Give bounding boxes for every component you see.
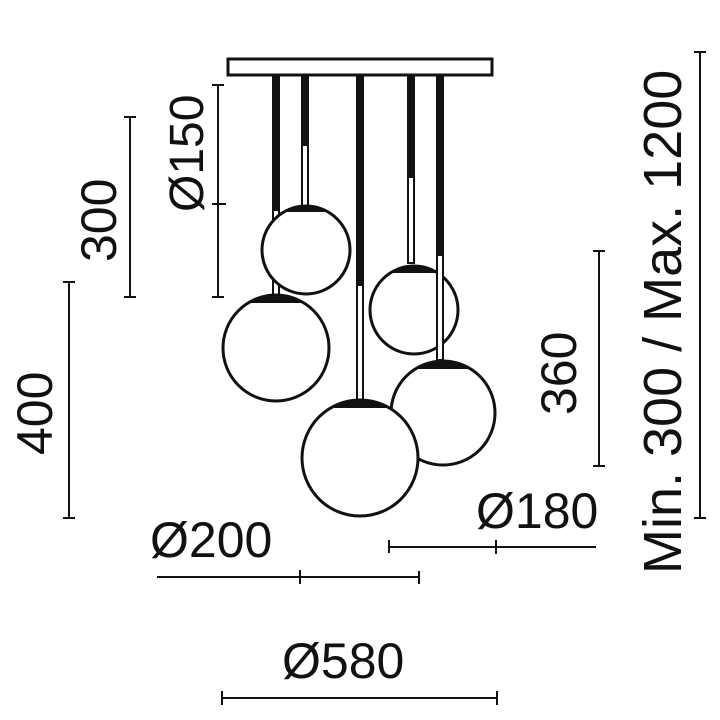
label-shade-medium: Ø180 (476, 483, 599, 539)
globe-large-left (221, 293, 331, 403)
globe-shades (221, 204, 497, 518)
label-drop-360: 360 (531, 331, 587, 415)
globe-large-center (300, 398, 420, 518)
label-drop-300: 300 (71, 178, 127, 262)
label-drop-400: 400 (7, 371, 63, 455)
globe-small-right (368, 264, 460, 356)
label-shade-small: Ø150 (161, 94, 214, 212)
ceiling-canopy (226, 57, 494, 77)
label-canopy-width: Ø580 (282, 633, 405, 689)
label-adjustable-height: Min. 300 / Max. 1200 (633, 69, 693, 574)
label-shade-large: Ø200 (150, 512, 273, 568)
dimension-lines (63, 51, 706, 705)
globe-small-back (260, 204, 352, 296)
